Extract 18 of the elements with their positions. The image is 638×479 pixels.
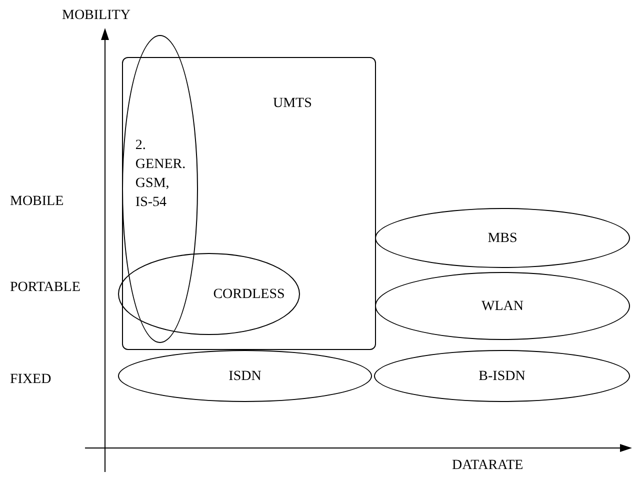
- node-label: WLAN: [482, 298, 524, 316]
- node-label: B-ISDN: [478, 368, 526, 386]
- axis-title: DATARATE: [452, 457, 524, 475]
- ellipse: [374, 350, 630, 402]
- ellipse: [118, 350, 372, 402]
- node-label: MBS: [488, 230, 518, 248]
- axis-title: MOBILITY: [62, 7, 130, 25]
- region-box: [122, 57, 376, 350]
- node-label: 2. GENER. GSM, IS-54: [135, 137, 186, 212]
- node-label: CORDLESS: [213, 286, 285, 304]
- axis-tick-label: MOBILE: [10, 193, 64, 211]
- node-label: UMTS: [273, 95, 312, 113]
- ellipse: [122, 35, 198, 343]
- axis-tick-label: PORTABLE: [10, 279, 80, 297]
- axis-tick-label: FIXED: [10, 371, 52, 389]
- ellipse: [375, 272, 630, 340]
- ellipse: [375, 208, 630, 268]
- node-label: ISDN: [228, 368, 262, 386]
